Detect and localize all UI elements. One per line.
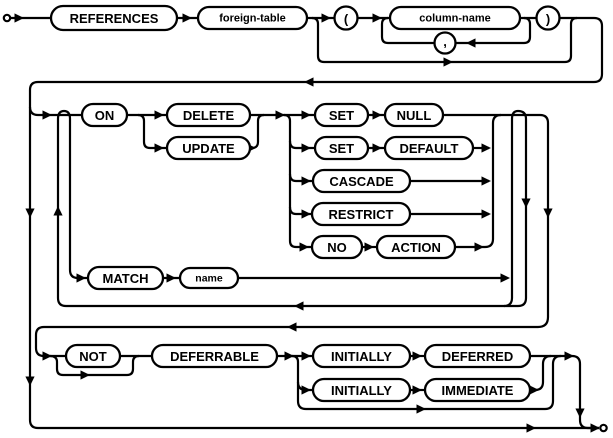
terminal-not-label: NOT [79, 349, 107, 364]
terminal-action-label: ACTION [391, 240, 441, 255]
terminal-close-paren-label: ) [546, 12, 550, 27]
end-terminal [599, 423, 608, 433]
terminal-immediate: IMMEDIATE [423, 377, 532, 403]
terminal-delete-box [165, 102, 252, 128]
connector-lines [10, 16, 604, 430]
terminal-initially-immediate-initially: INITIALLY [311, 377, 412, 403]
terminal-on-box [80, 102, 129, 128]
terminal-not: NOT [64, 343, 122, 369]
terminal-no-box [310, 234, 364, 260]
terminal-restrict: RESTRICT [310, 201, 412, 227]
nonterminal-column-name-label: column-name [419, 13, 491, 25]
terminal-default-label: DEFAULT [400, 141, 459, 156]
connector-not-skip [49, 354, 140, 377]
connector-defer-exit [530, 354, 599, 430]
terminal-comma-box [433, 31, 457, 55]
terminal-match-box [86, 265, 165, 291]
terminal-references-label: REFERENCES [70, 11, 159, 26]
connector-repeat-down-2 [517, 109, 528, 308]
connector-repeat-down-1 [503, 109, 519, 308]
terminal-no-label: NO [327, 240, 347, 255]
terminal-action-box [375, 234, 457, 260]
nonterminal-column-name: column-name [388, 5, 522, 31]
terminal-set-default-set: SET [313, 135, 370, 161]
nonterminal-name: name [178, 266, 240, 290]
terminal-not-box [64, 343, 122, 369]
terminal-initially-deferred-initially: INITIALLY [311, 343, 412, 369]
connector [288, 140, 315, 150]
terminal-on: ON [80, 102, 129, 128]
connector-action-collector [455, 113, 502, 249]
terminal-default-box [383, 135, 475, 161]
terminal-on-label: ON [95, 108, 115, 123]
terminal-deferred-box [423, 343, 532, 369]
terminal-deferrable-box [150, 343, 279, 369]
terminal-no: NO [310, 234, 364, 260]
terminal-references: REFERENCES [49, 4, 179, 32]
terminal-deferrable: DEFERRABLE [150, 343, 279, 369]
terminal-set-null-set-label: SET [329, 108, 354, 123]
terminal-set-null-set: SET [313, 102, 370, 128]
nonterminal-name-label: name [195, 273, 223, 285]
terminal-update-label: UPDATE [182, 141, 235, 156]
nonterminal-foreign-table: foreign-table [196, 5, 309, 31]
connector-immediate-merge [530, 354, 552, 392]
terminal-default: DEFAULT [383, 135, 475, 161]
terminal-initially-immediate-initially-box [311, 377, 412, 403]
terminal-immediate-label: IMMEDIATE [442, 383, 514, 398]
connector [288, 206, 312, 216]
connector [288, 173, 313, 183]
terminal-comma: , [433, 31, 457, 55]
terminal-initially-deferred-initially-label: INITIALLY [331, 349, 392, 364]
start-terminal [2, 13, 12, 23]
terminal-deferred-label: DEFERRED [442, 349, 514, 364]
terminal-initially-immediate-initially-label: INITIALLY [331, 383, 392, 398]
connector-match-branch [63, 109, 88, 280]
terminal-close-paren-box [535, 5, 561, 31]
nonterminal-name-box [178, 266, 240, 290]
terminal-match-label: MATCH [103, 271, 149, 286]
connector-main-wrap [28, 16, 604, 430]
terminal-comma-label: , [443, 34, 447, 49]
terminal-delete: DELETE [165, 102, 252, 128]
terminal-cascade-label: CASCADE [329, 174, 394, 189]
terminal-immediate-box [423, 377, 532, 403]
terminal-set-default-set-box [313, 135, 370, 161]
terminal-deferred: DEFERRED [423, 343, 532, 369]
terminal-null: NULL [383, 102, 445, 128]
terminal-cascade: CASCADE [311, 168, 412, 194]
terminal-references-box [49, 4, 179, 32]
terminal-set-default-set-label: SET [329, 141, 354, 156]
nonterminal-column-name-box [388, 5, 522, 31]
terminal-set-null-set-box [313, 102, 370, 128]
connector-on-entry [28, 106, 82, 117]
terminal-open-paren-box [333, 5, 359, 31]
terminal-open-paren-label: ( [344, 12, 349, 27]
terminal-null-box [383, 102, 445, 128]
nonterminal-foreign-table-label: foreign-table [219, 13, 286, 25]
terminal-restrict-box [310, 201, 412, 227]
terminal-close-paren: ) [535, 5, 561, 31]
connector-action-branch [283, 113, 312, 249]
terminal-null-label: NULL [397, 108, 432, 123]
terminal-match: MATCH [86, 265, 165, 291]
terminal-update-box [165, 135, 252, 161]
terminal-restrict-label: RESTRICT [329, 207, 394, 222]
terminal-open-paren: ( [333, 5, 359, 31]
terminal-action: ACTION [375, 234, 457, 260]
nonterminal-foreign-table-box [196, 5, 309, 31]
terminal-deferrable-label: DEFERRABLE [170, 349, 259, 364]
connector-update-branch [137, 113, 167, 150]
terminal-cascade-box [311, 168, 412, 194]
connector-update-merge [250, 113, 265, 150]
terminal-update: UPDATE [165, 135, 252, 161]
terminal-delete-label: DELETE [183, 108, 235, 123]
terminal-initially-deferred-initially-box [311, 343, 412, 369]
connector-repeat-return [56, 109, 518, 308]
